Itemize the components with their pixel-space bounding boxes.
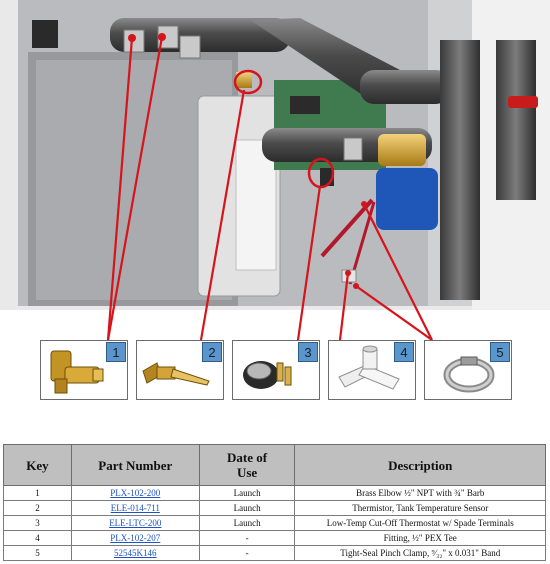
cell-part-number: PLX-102-200 bbox=[70, 485, 200, 501]
equipment-photo bbox=[0, 0, 550, 341]
cell-description: Low-Temp Cut-Off Thermostat w/ Spade Ter… bbox=[294, 515, 546, 531]
pex-tee-icon bbox=[338, 345, 400, 390]
cell-key: 4 bbox=[3, 530, 72, 546]
cell-date: - bbox=[198, 530, 296, 546]
cell-key: 2 bbox=[3, 500, 72, 516]
key-thumbnail-1: 1 bbox=[40, 340, 128, 400]
leader-line-5b bbox=[355, 285, 433, 341]
leader-line-1a bbox=[106, 37, 134, 341]
table-row: 2 ELE-014-711 Launch Thermistor, Tank Te… bbox=[3, 500, 546, 516]
cell-part-number: 52545K146 bbox=[70, 545, 200, 561]
leader-line-5a bbox=[363, 203, 433, 341]
part-number-link[interactable]: PLX-102-200 bbox=[110, 488, 161, 498]
key-badge-1: 1 bbox=[106, 342, 126, 362]
part-number-link[interactable]: 52545K146 bbox=[114, 548, 157, 558]
leader-line-2 bbox=[199, 89, 246, 341]
header-key: Key bbox=[3, 444, 72, 486]
cell-description: Brass Elbow ½" NPT with ¾" Barb bbox=[294, 485, 546, 501]
key-badge-3: 3 bbox=[298, 342, 318, 362]
leader-line-4 bbox=[338, 272, 350, 341]
cell-part-number: ELE-LTC-200 bbox=[70, 515, 200, 531]
cell-part-number: ELE-014-711 bbox=[70, 500, 200, 516]
part-number-link[interactable]: ELE-LTC-200 bbox=[109, 518, 162, 528]
table-row: 5 52545K146 - Tight-Seal Pinch Clamp, ⁹⁄… bbox=[3, 545, 546, 561]
table-row: 4 PLX-102-207 - Fitting, ½" PEX Tee bbox=[3, 530, 546, 546]
callout-overlay bbox=[106, 33, 433, 341]
header-date-line2: Use bbox=[236, 465, 258, 480]
key-badge-2: 2 bbox=[202, 342, 222, 362]
cell-date: Launch bbox=[198, 500, 296, 516]
key-badge-4: 4 bbox=[394, 342, 414, 362]
pinch-clamp-icon bbox=[443, 356, 495, 393]
key-thumbnail-5: 5 bbox=[424, 340, 512, 400]
thermostat-icon bbox=[243, 361, 292, 389]
callout-circle-3 bbox=[307, 157, 335, 189]
cell-description: Thermistor, Tank Temperature Sensor bbox=[294, 500, 546, 516]
callout-circle-2 bbox=[233, 69, 263, 95]
cell-date: - bbox=[198, 545, 296, 561]
key-thumbnail-3: 3 bbox=[232, 340, 320, 400]
cell-key: 3 bbox=[3, 515, 72, 531]
cell-key: 1 bbox=[3, 485, 72, 501]
key-thumbnail-4: 4 bbox=[328, 340, 416, 400]
cell-description: Tight-Seal Pinch Clamp, ⁹⁄₃₂" x 0.031" B… bbox=[294, 545, 546, 561]
key-thumbnail-2: 2 bbox=[136, 340, 224, 400]
key-badge-5: 5 bbox=[490, 342, 510, 362]
header-part-number: Part Number bbox=[70, 444, 200, 486]
cell-part-number: PLX-102-207 bbox=[70, 530, 200, 546]
header-description: Description bbox=[294, 444, 546, 486]
leader-line-3 bbox=[296, 185, 322, 341]
cell-date: Launch bbox=[198, 515, 296, 531]
part-number-link[interactable]: PLX-102-207 bbox=[110, 533, 161, 543]
leader-line-1b bbox=[106, 36, 164, 341]
thermistor-probe-icon bbox=[142, 362, 210, 386]
cell-key: 5 bbox=[3, 545, 72, 561]
table-row: 3 ELE-LTC-200 Launch Low-Temp Cut-Off Th… bbox=[3, 515, 546, 531]
cell-date: Launch bbox=[198, 485, 296, 501]
cell-description: Fitting, ½" PEX Tee bbox=[294, 530, 546, 546]
part-number-link[interactable]: ELE-014-711 bbox=[110, 503, 160, 513]
brass-elbow-icon bbox=[50, 350, 104, 394]
header-date-line1: Date of bbox=[227, 450, 268, 465]
table-row: 1 PLX-102-200 Launch Brass Elbow ½" NPT … bbox=[3, 485, 546, 501]
